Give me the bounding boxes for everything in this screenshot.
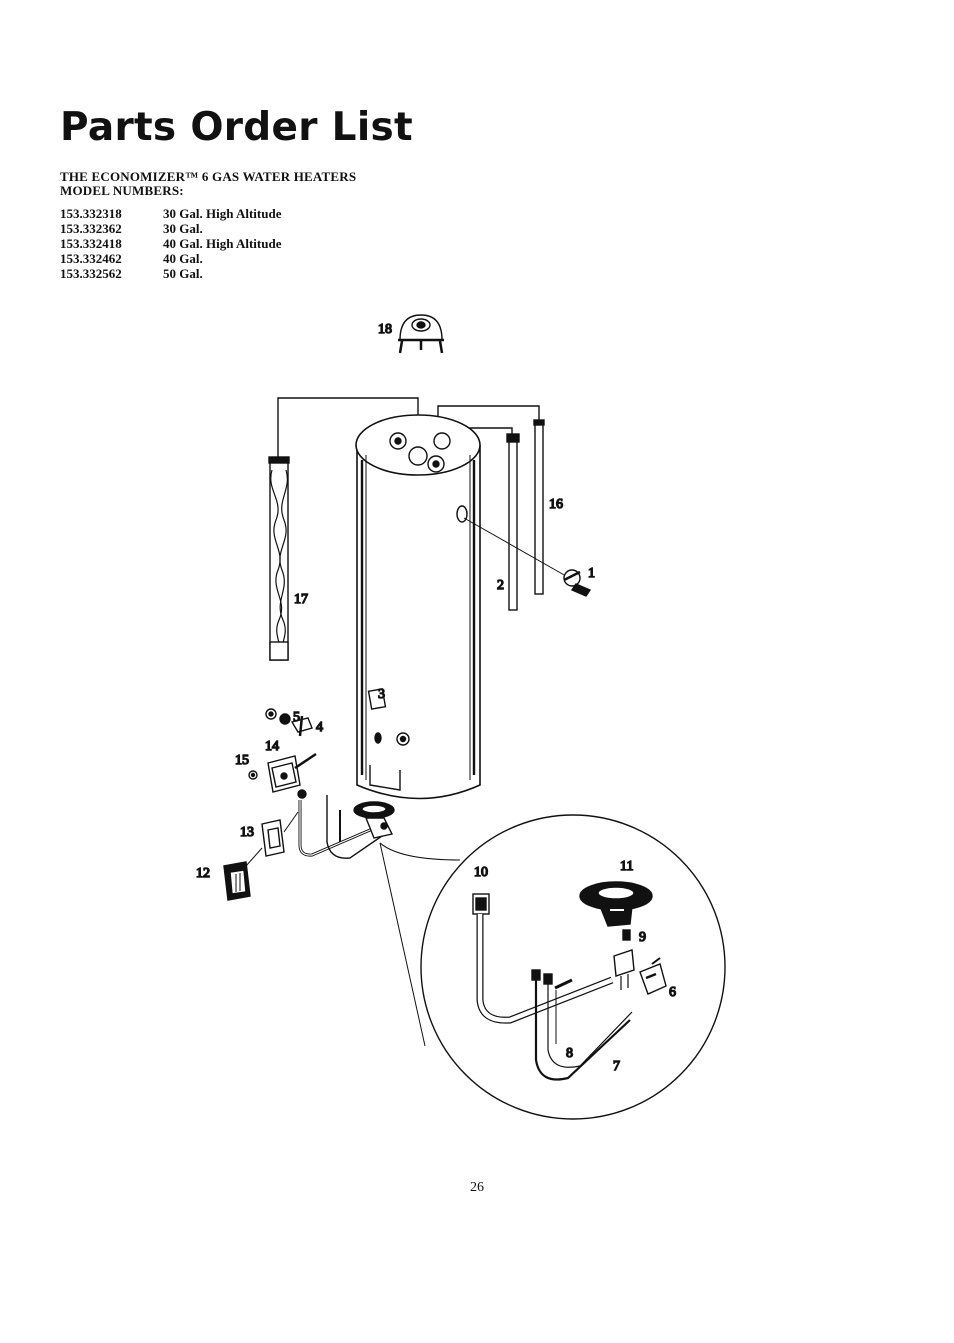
- callout-8: 8: [566, 1046, 573, 1061]
- model-description: 40 Gal. High Altitude: [163, 236, 282, 251]
- model-description: 30 Gal.: [163, 221, 203, 236]
- water-heater-tank: [355, 414, 481, 800]
- callout-3: 3: [378, 687, 385, 702]
- callout-5: 5: [293, 710, 300, 725]
- model-heading: THE ECONOMIZER™ 6 GAS WATER HEATERS MODE…: [60, 170, 356, 198]
- model-description: 30 Gal. High Altitude: [163, 206, 282, 221]
- orifice-part: [622, 929, 631, 941]
- model-description: 50 Gal.: [163, 266, 203, 281]
- flue-baffle-part: [268, 456, 290, 661]
- model-row: 153.332362 30 Gal.: [60, 221, 281, 236]
- knob-part: [248, 770, 258, 780]
- callout-17: 17: [294, 592, 308, 607]
- callout-6: 6: [669, 985, 676, 1000]
- manifold-tubes: [298, 795, 383, 859]
- model-number: 153.332362: [60, 221, 122, 236]
- callout-11: 11: [620, 859, 633, 874]
- model-numbers-heading: MODEL NUMBERS:: [60, 183, 184, 198]
- model-number: 153.332318: [60, 206, 122, 221]
- manifold-tube-detail: [472, 893, 614, 1024]
- anode-rod-part: [506, 433, 520, 611]
- callout-13: 13: [240, 825, 254, 840]
- callout-15: 15: [235, 753, 249, 768]
- burner-detail-part: [579, 881, 653, 927]
- model-number: 153.332562: [60, 266, 122, 281]
- model-row: 153.332562 50 Gal.: [60, 266, 281, 281]
- burner-detail-circle: [379, 814, 726, 1120]
- callout-14: 14: [265, 739, 279, 754]
- callout-18: 18: [378, 322, 392, 337]
- model-row: 153.332418 40 Gal. High Altitude: [60, 236, 281, 251]
- callout-1: 1: [588, 566, 595, 581]
- callout-12: 12: [196, 866, 210, 881]
- dip-tube-part: [533, 419, 545, 595]
- outer-door-part: [223, 847, 263, 901]
- relief-valve-part: [463, 517, 592, 597]
- model-number: 153.332462: [60, 251, 122, 266]
- pilot-tube-thermocouple: [531, 969, 633, 1081]
- callout-7: 7: [613, 1059, 620, 1074]
- callout-16: 16: [549, 497, 563, 512]
- page-title: Parts Order List: [60, 105, 413, 150]
- burner-assembly-small: [353, 801, 395, 839]
- pilot-bracket-parts: [613, 949, 667, 995]
- model-row: 153.332462 40 Gal.: [60, 251, 281, 266]
- page-number: 26: [470, 1180, 484, 1195]
- callout-9: 9: [639, 930, 646, 945]
- model-number: 153.332418: [60, 236, 122, 251]
- flue-cap-part: [398, 314, 444, 354]
- callout-4: 4: [316, 720, 323, 735]
- product-heading: THE ECONOMIZER™ 6 GAS WATER HEATERS: [60, 169, 357, 184]
- model-row: 153.332318 30 Gal. High Altitude: [60, 206, 281, 221]
- gas-control-valve-part: [267, 752, 317, 799]
- callout-2: 2: [497, 578, 504, 593]
- inner-door-part: [261, 811, 299, 857]
- model-list: 153.332318 30 Gal. High Altitude 153.332…: [60, 206, 281, 281]
- drain-valve-parts: [265, 708, 313, 737]
- model-description: 40 Gal.: [163, 251, 203, 266]
- callout-10: 10: [474, 865, 488, 880]
